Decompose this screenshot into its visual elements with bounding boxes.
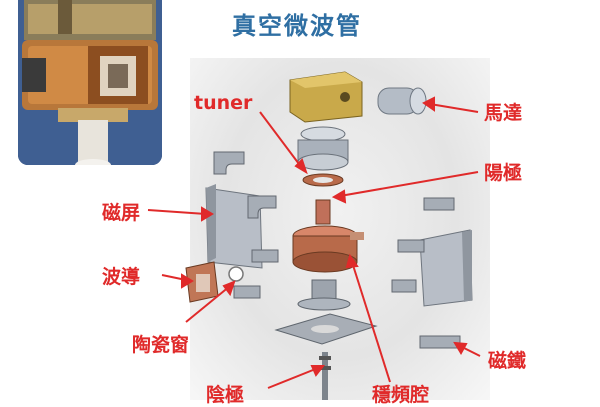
magnetron-photo: [18, 0, 162, 165]
page-title: 真空微波管: [232, 12, 362, 40]
anode-core: [315, 199, 331, 225]
label-cathode: 陰極: [206, 384, 245, 406]
label-waveguide: 波導: [102, 266, 141, 288]
lower-stack: [274, 279, 378, 400]
label-magnet: 磁鐵: [488, 350, 527, 372]
waveguide-flange: [185, 261, 219, 303]
leader-lines: [147, 96, 481, 389]
label-magnetic-shield: 磁屏: [102, 202, 141, 224]
tuner-assembly: [297, 126, 349, 187]
label-motor: 馬達: [484, 102, 523, 124]
magnetic-shield-right: [419, 229, 473, 307]
label-ceramic-window: 陶瓷窗: [132, 334, 190, 356]
label-anode: 陽極: [484, 162, 523, 184]
ceramic-window-ring: [228, 266, 244, 282]
motor-cylinder: [377, 87, 427, 115]
magnets: [213, 151, 461, 349]
label-tuner: tuner: [194, 92, 253, 114]
label-regulator-cavity: 穩頻腔: [372, 384, 430, 406]
resonator-cavity: [292, 225, 364, 273]
motor-block: [289, 71, 363, 123]
